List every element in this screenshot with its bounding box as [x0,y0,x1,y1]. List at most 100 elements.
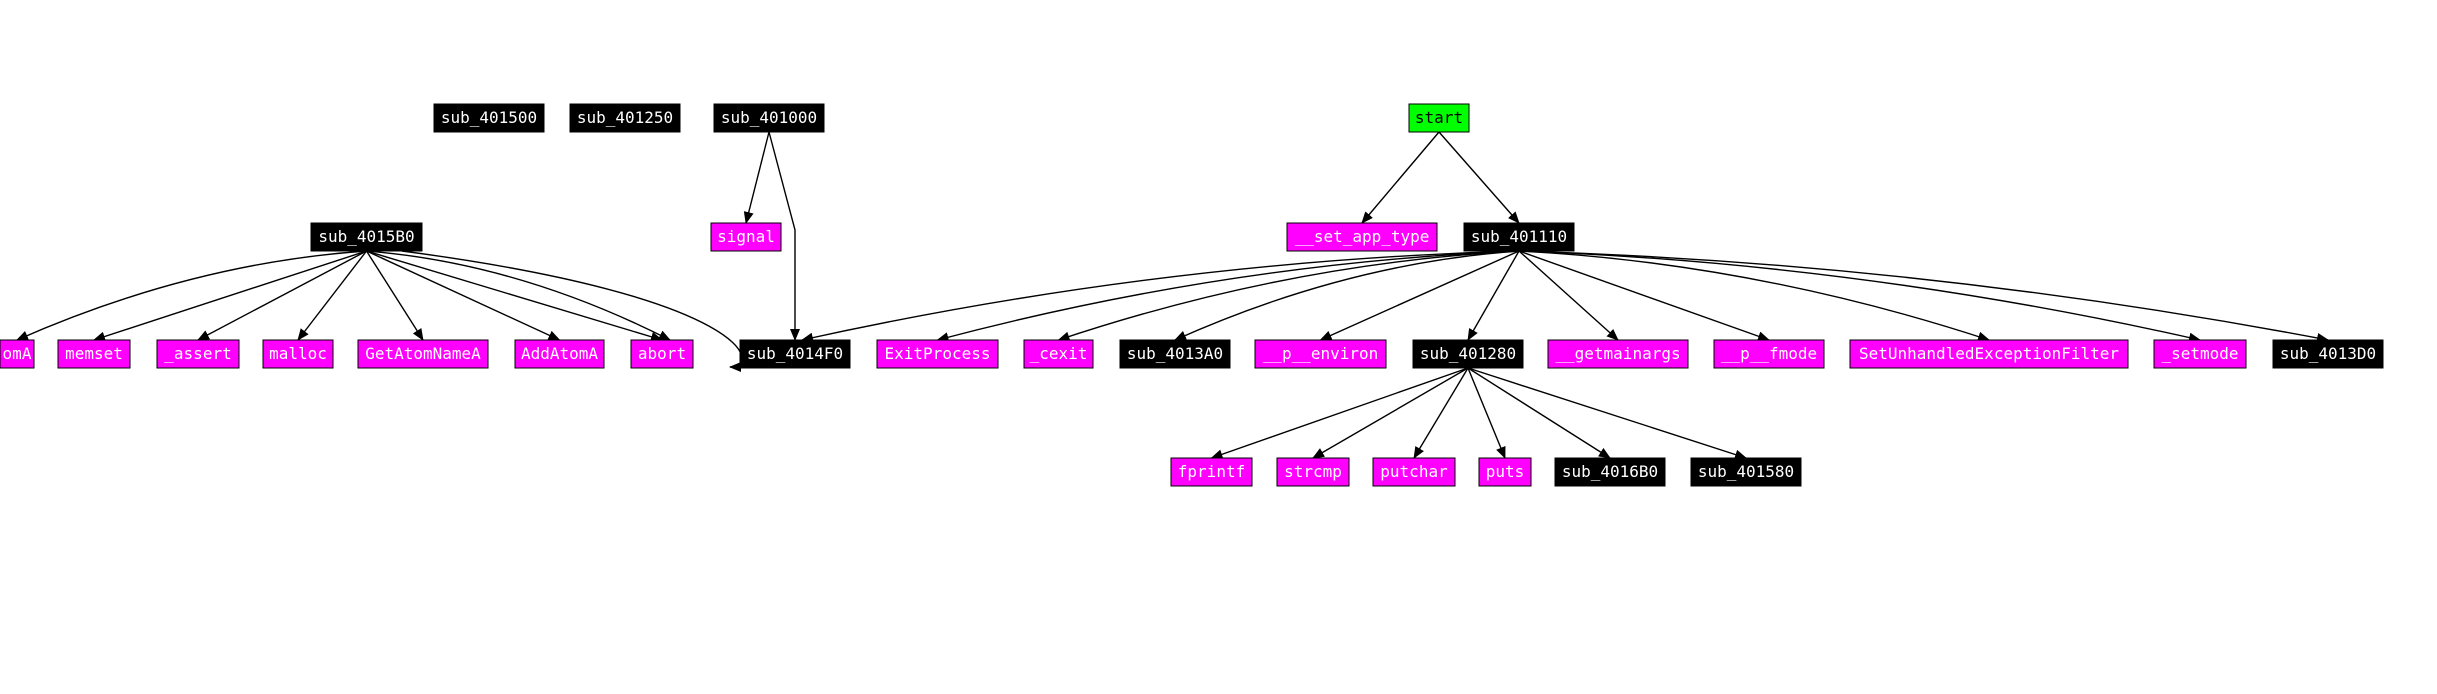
edge-sub_401110-to-sub_4013A0 [1174,250,1520,341]
node-strcmp[interactable]: strcmp [1276,457,1350,487]
node-_cexit[interactable]: _cexit [1023,339,1094,369]
node-box[interactable] [1849,339,2129,369]
node-label: __set_app_type [1295,227,1430,246]
node-_setmode[interactable]: _setmode [2153,339,2247,369]
node-__getmainargs[interactable]: __getmainargs [1547,339,1689,369]
node-omA[interactable]: omA [0,339,35,369]
node-label: sub_401500 [441,108,537,127]
edge-sub_401110-to-__getmainargs [1518,250,1619,341]
node-label: _setmode [2161,344,2238,363]
node-__set_app_type[interactable]: __set_app_type [1286,222,1438,252]
node-box[interactable] [0,339,35,369]
node-box[interactable] [1286,222,1438,252]
node-box[interactable] [2272,339,2384,369]
edge-sub_401280-to-fprintf [1210,367,1469,460]
edges-layer [16,131,2329,460]
edge-sub_4015B0-to-abort [366,250,663,342]
node-sub_401500[interactable]: sub_401500 [433,103,545,133]
node-box[interactable] [1372,457,1456,487]
node-box[interactable] [1408,103,1470,133]
node-box[interactable] [739,339,851,369]
node-label: __getmainargs [1555,344,1680,363]
node-signal[interactable]: signal [710,222,782,252]
node-box[interactable] [310,222,423,252]
node-box[interactable] [630,339,694,369]
node-GetAtomNameA[interactable]: GetAtomNameA [357,339,489,369]
node-sub_4013A0[interactable]: sub_4013A0 [1119,339,1231,369]
edge-sub_401110-to-_cexit [1057,250,1520,342]
node-__p__fmode[interactable]: __p__fmode [1713,339,1825,369]
node-label: sub_401250 [577,108,673,127]
edge-sub_401280-to-sub_4016B0 [1467,367,1611,459]
node-box[interactable] [262,339,334,369]
node-box[interactable] [1547,339,1689,369]
node-box[interactable] [433,103,545,133]
edge-sub_4015B0-to-memset [93,250,367,342]
node-__p__environ[interactable]: __p__environ [1254,339,1387,369]
node-box[interactable] [1412,339,1524,369]
node-puts[interactable]: puts [1478,457,1532,487]
node-label: sub_4015B0 [318,227,414,246]
edge-sub_401110-to-sub_4013D0 [1518,250,2329,343]
node-box[interactable] [1170,457,1253,487]
edge-sub_401110-to-__p__fmode [1518,250,1770,342]
node-sub_401250[interactable]: sub_401250 [569,103,681,133]
node-sub_4015B0[interactable]: sub_4015B0 [310,222,423,252]
node-box[interactable] [876,339,999,369]
node-box[interactable] [156,339,240,369]
edge-sub_401280-to-puts [1467,367,1506,459]
node-label: _assert [164,344,231,363]
node-label: sub_401580 [1698,462,1794,481]
node-label: puts [1486,462,1525,481]
edge-sub_401110-to-__p__environ [1319,250,1520,341]
edge-start-to-__set_app_type [1361,131,1440,224]
node-box[interactable] [1254,339,1387,369]
node-box[interactable] [1276,457,1350,487]
node-box[interactable] [1119,339,1231,369]
node-fprintf[interactable]: fprintf [1170,457,1253,487]
node-box[interactable] [514,339,605,369]
node-box[interactable] [357,339,489,369]
node-label: sub_401000 [721,108,817,127]
node-box[interactable] [1478,457,1532,487]
nodes-layer: omA memset _assert malloc GetAtomNameA AddAto… [0,103,2384,487]
node-label: fprintf [1178,462,1245,481]
node-box[interactable] [1554,457,1666,487]
node-box[interactable] [710,222,782,252]
node-box[interactable] [713,103,825,133]
edge-sub_4015B0-to-_assert [197,250,367,341]
node-sub_401000[interactable]: sub_401000 [713,103,825,133]
node-sub_4014F0[interactable]: sub_4014F0 [739,339,851,369]
node-box[interactable] [1463,222,1575,252]
node-sub_401110[interactable]: sub_401110 [1463,222,1575,252]
node-label: memset [65,344,123,363]
node-label: sub_4016B0 [1562,462,1658,481]
node-abort[interactable]: abort [630,339,694,369]
node-_assert[interactable]: _assert [156,339,240,369]
node-label: omA [3,344,32,363]
node-sub_401280[interactable]: sub_401280 [1412,339,1524,369]
node-label: putchar [1380,462,1448,481]
node-malloc[interactable]: malloc [262,339,334,369]
edge-sub_401110-to-_setmode [1518,250,2201,343]
node-box[interactable] [57,339,131,369]
node-start[interactable]: start [1408,103,1470,133]
node-ExitProcess[interactable]: ExitProcess [876,339,999,369]
node-sub_4016B0[interactable]: sub_4016B0 [1554,457,1666,487]
node-AddAtomA[interactable]: AddAtomA [514,339,605,369]
node-box[interactable] [1023,339,1094,369]
node-label: abort [638,344,686,363]
node-memset[interactable]: memset [57,339,131,369]
node-box[interactable] [569,103,681,133]
node-box[interactable] [2153,339,2247,369]
edge-sub_401110-to-ExitProcess [936,250,1520,343]
node-label: SetUnhandledExceptionFilter [1859,344,2119,363]
node-sub_4013D0[interactable]: sub_4013D0 [2272,339,2384,369]
node-box[interactable] [1713,339,1825,369]
node-putchar[interactable]: putchar [1372,457,1456,487]
node-sub_401580[interactable]: sub_401580 [1690,457,1802,487]
node-label: __p__environ [1263,344,1379,363]
node-SetUnhandledExceptionFilter[interactable]: SetUnhandledExceptionFilter [1849,339,2129,369]
node-box[interactable] [1690,457,1802,487]
